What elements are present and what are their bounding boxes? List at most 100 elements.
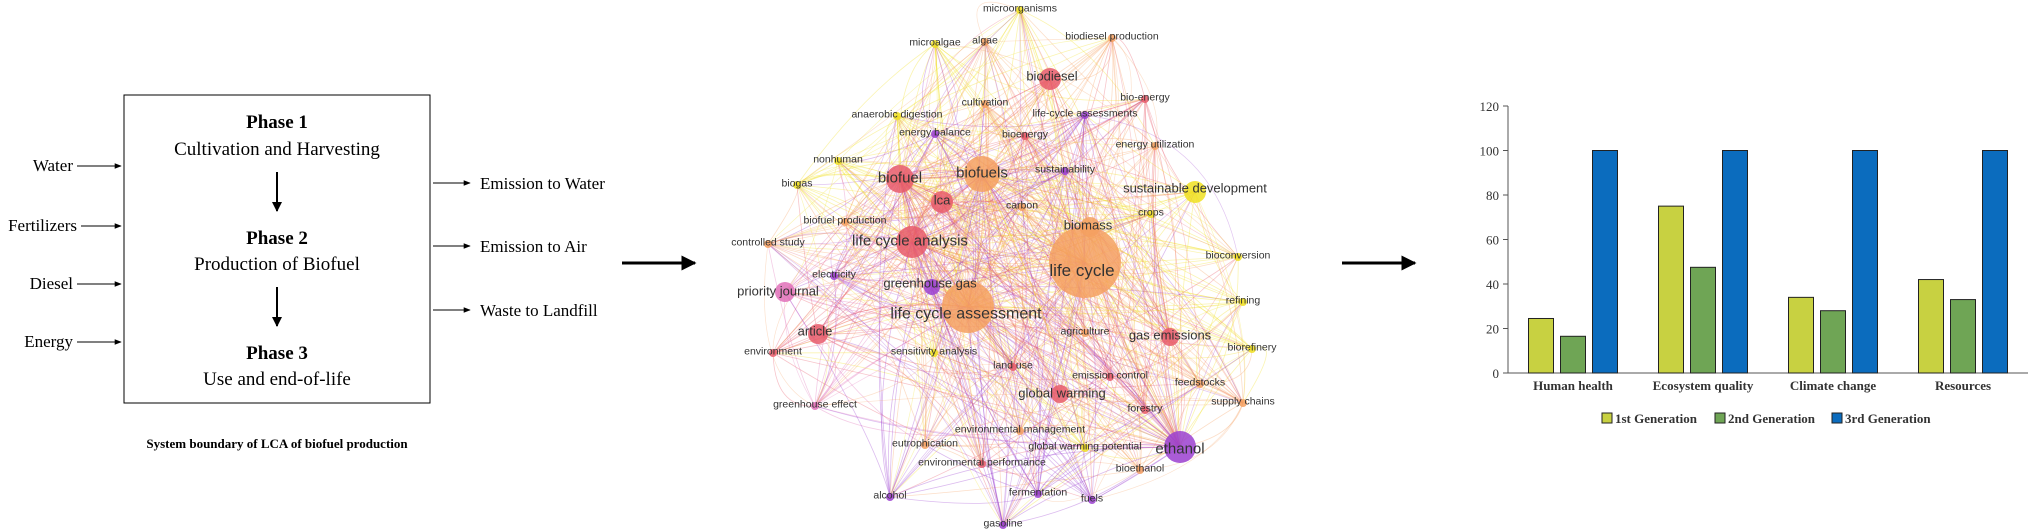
network-edge [1019,9,1091,228]
network-edge [817,173,983,335]
network-edge [967,306,1181,448]
network-node-life-cycle-assessment [942,281,994,333]
network-edge [984,41,1244,404]
network-node-forestry [1141,406,1149,414]
network-edge [981,173,1111,378]
network-edge [878,178,901,498]
phase-2-desc: Production of Biofuel [194,254,360,275]
network-edge [981,447,1086,475]
network-edge [833,275,1014,368]
bar-resources-3rd-generation [1982,150,2008,374]
bar-ecosystem-quality-2nd-generation [1690,266,1716,374]
network-nodes [764,6,1256,529]
network-edge [934,43,1201,385]
network-edge [1024,135,1196,193]
network-label-bioethanol: bioethanol [1116,463,1164,475]
network-edge [1084,114,1120,378]
network-edge [1177,191,1196,448]
network-label-fermentation: fermentation [1009,487,1068,499]
network-edge [784,291,891,498]
output-label-water: Emission to Water [480,174,605,193]
network-edge [934,43,969,308]
network-edge [981,173,1141,471]
network-edge [1084,114,1181,448]
network-edge [941,201,1086,334]
network-edge [941,165,1066,203]
network-edge [941,201,1181,448]
network-edge [1196,301,1244,385]
network-edges [764,1,1267,526]
network-label-life-cycle-assessments: life-cycle assessments [1032,108,1137,120]
network-label-greenhouse-gas: greenhouse gas [883,276,977,291]
network-edge [899,177,1196,193]
network-edge [1013,135,1061,395]
network-edge [833,103,986,277]
network-edge [911,241,1004,526]
network-edge [1049,37,1113,81]
network-edge [1021,206,1152,235]
network-edge [767,243,1086,272]
network-edge [1019,424,1181,448]
network-edge [1139,301,1244,471]
network-label-sustainable-development: sustainable development [1123,181,1267,196]
network-edge [967,114,1086,308]
y-tick-label: 120 [1480,99,1500,114]
network-edge [1049,78,1152,215]
network-edge [796,184,1021,432]
network-edge [932,9,1021,135]
output-label-landfill: Waste to Landfill [480,301,598,320]
network-edge [1111,37,1146,411]
network-edge [784,291,816,407]
network-edge [911,241,1201,385]
network-edge [967,9,1021,308]
network-label-nonhuman: nonhuman [813,154,863,166]
network-edge [911,241,1244,404]
network-edge [1151,145,1171,338]
network-edge [967,37,1113,308]
network-edge [1012,366,1181,448]
network-edge [1012,366,1086,449]
network-edge [933,170,1066,354]
network-edge [911,170,1066,243]
network-edge [1109,256,1239,378]
network-edge [967,306,1253,350]
network-edge [1144,98,1181,448]
network-edge [934,133,1171,338]
network-edge [1019,9,1091,228]
network-edge [817,333,1014,374]
network-edge [889,469,1141,498]
network-edge [767,243,1004,526]
network-edge [1199,348,1253,385]
network-node-environment [769,349,777,357]
network-edge [1087,98,1146,228]
network-edge [931,114,1086,288]
network-edge [767,243,1181,448]
network-label-bio-energy: bio-energy [1120,92,1170,104]
network-edge [1084,98,1146,126]
network-edge [796,184,935,354]
network-edge [1084,114,1141,471]
network-edge [911,241,1171,338]
network-edge [844,43,938,223]
network-edge [1084,114,1171,338]
network-edge [1076,332,1111,378]
network-edge [911,213,1152,243]
network-edge [1144,98,1171,338]
network-edge [1021,206,1244,404]
network-edge [934,43,983,465]
network-edge [899,178,1152,215]
network-edge [911,241,1181,448]
network-edge [1024,135,1253,350]
network-edge [934,43,1152,215]
network-edge [796,184,969,308]
network-edge [1049,78,1111,378]
network-edge [979,9,1021,175]
network-edge [911,191,1196,243]
network-label-lca: lca [934,193,951,208]
network-edge [1024,135,1244,404]
network-label-forestry: forestry [1127,403,1163,415]
network-edge [1084,332,1181,448]
network-edge [817,178,901,335]
network-edge [933,352,1181,448]
network-edge [1111,37,1146,100]
